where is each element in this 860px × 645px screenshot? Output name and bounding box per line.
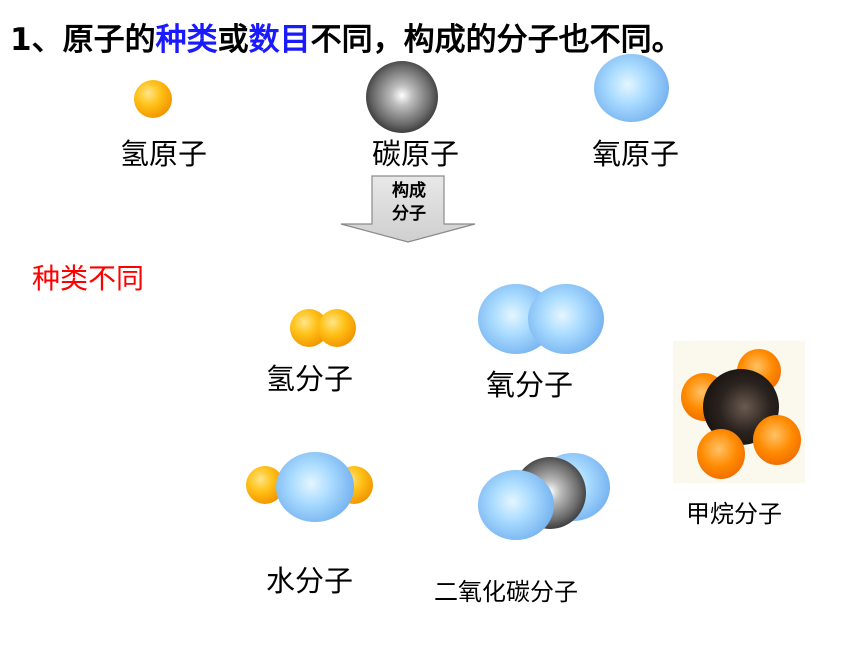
title-kind: 种类 (155, 22, 218, 58)
hydrogen-molecule-label: 氢分子 (266, 362, 354, 396)
water-oxygen-atom (276, 452, 354, 522)
title-number: 数目 (248, 22, 311, 58)
kind-diff-label: 种类不同 (32, 262, 145, 295)
oxygen-molecule-atom-2 (528, 284, 604, 354)
hydrogen-atom-label: 氢原子 (120, 137, 208, 171)
arrow-label-line1: 构成 (392, 181, 426, 201)
methane-hydrogen-atom-3 (753, 415, 801, 465)
co2-molecule-label: 二氧化碳分子 (434, 578, 578, 606)
title-suffix: 不同，构成的分子也不同。 (310, 22, 683, 58)
oxygen-atom-image (594, 54, 669, 122)
hydrogen-molecule-atom-2 (318, 309, 356, 347)
methane-molecule-label: 甲烷分子 (686, 500, 782, 528)
water-molecule-label: 水分子 (266, 564, 354, 598)
carbon-atom-image (366, 61, 438, 133)
carbon-atom-label: 碳原子 (372, 137, 460, 171)
hydrogen-atom-image (134, 80, 172, 118)
title-prefix: 1、原子的 (10, 22, 156, 58)
arrow-label-line2: 分子 (392, 204, 426, 224)
down-arrow-icon (340, 175, 476, 243)
page-title: 1、原子的种类或数目不同，构成的分子也不同。 (10, 14, 683, 59)
co2-oxygen-atom-front (478, 470, 554, 540)
title-or: 或 (217, 22, 249, 58)
arrow-label: 构成 分子 (372, 180, 446, 226)
methane-hydrogen-atom-4 (697, 429, 745, 479)
oxygen-molecule-label: 氧分子 (486, 368, 574, 402)
methane-molecule-image (673, 341, 805, 483)
oxygen-atom-label: 氧原子 (592, 137, 680, 171)
